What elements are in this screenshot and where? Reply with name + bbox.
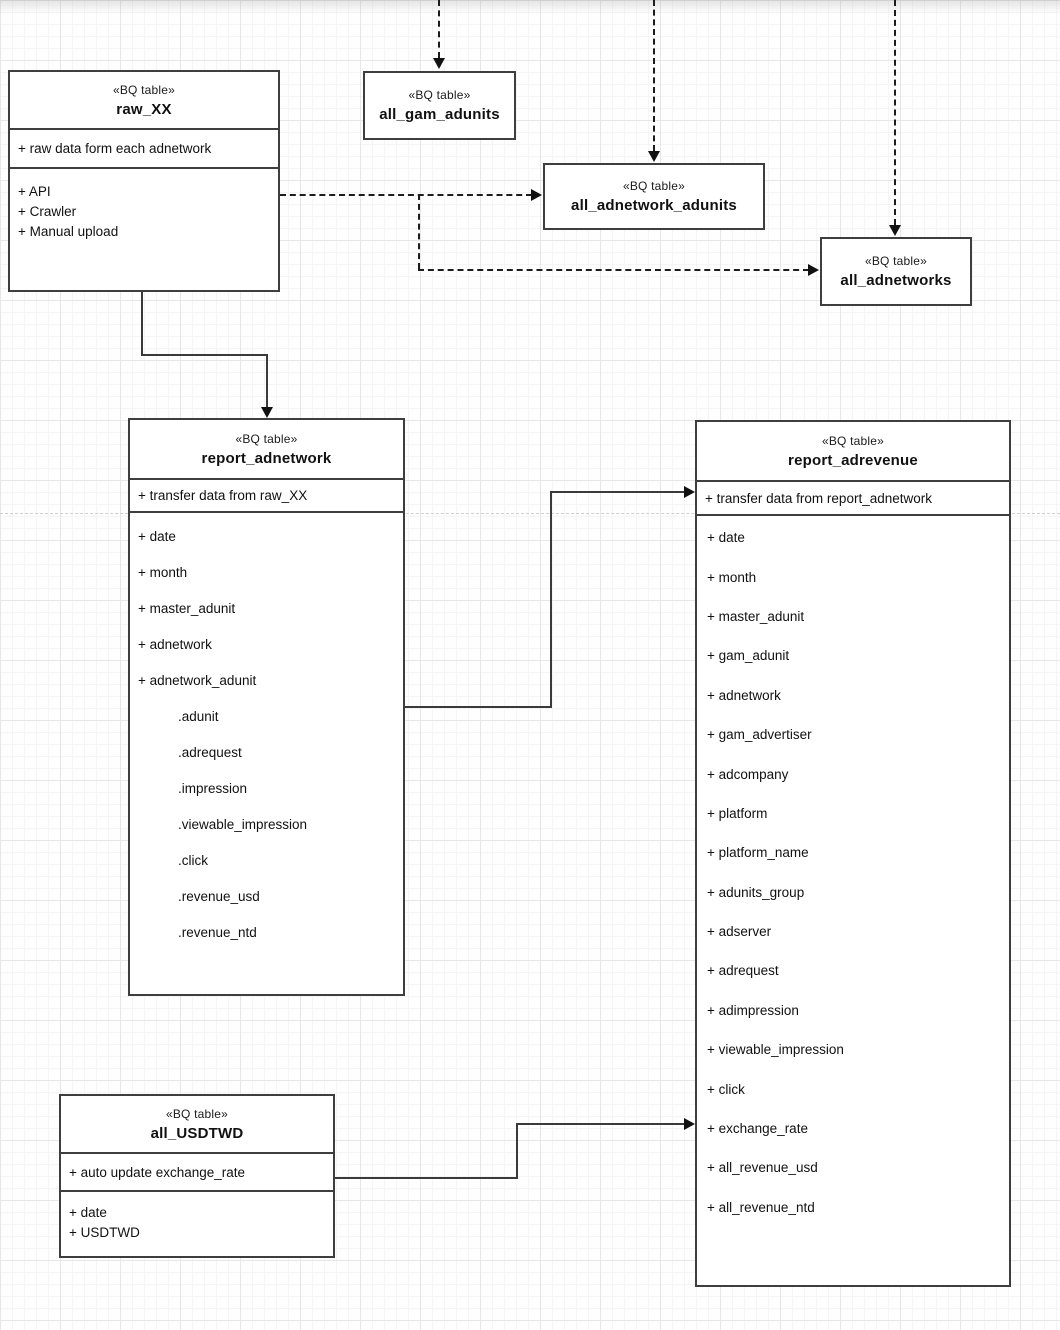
canvas-top-shade [0, 0, 1060, 14]
field-row: + Crawler [18, 203, 77, 219]
table-name: report_adnetwork [201, 449, 332, 467]
table-header: «BQ table» all_adnetworks [822, 239, 970, 304]
table-header: «BQ table» all_gam_adunits [365, 73, 514, 138]
field-row: + gam_advertiser [707, 727, 812, 743]
table-stereotype: «BQ table» [112, 82, 176, 97]
field-row: + adunits_group [707, 884, 805, 900]
field-row: .revenue_usd [178, 888, 260, 904]
field-row: + all_revenue_usd [707, 1160, 818, 1176]
table-header: «BQ table» report_adrevenue [697, 422, 1009, 480]
field-row: .revenue_ntd [178, 924, 257, 940]
table-name: all_adnetworks [840, 272, 952, 289]
field-row: + master_adunit [707, 608, 805, 624]
field-row: + month [138, 564, 188, 580]
table-name: all_gam_adunits [379, 106, 500, 123]
field-row: + USDTWD [69, 1224, 140, 1240]
field-row: .click [178, 852, 208, 868]
table-raw_xx[interactable]: «BQ table» raw_XX + raw data form each adn… [8, 70, 280, 292]
field-row: + transfer data from raw_XX [138, 488, 308, 503]
table-section: + date + month + master_adunit + adnetwork +… [130, 511, 403, 994]
table-all_adnetworks[interactable]: «BQ table» all_adnetworks [820, 237, 972, 306]
table-report_adnetwork[interactable]: «BQ table» report_adnetwork + transfer dat… [128, 418, 405, 996]
field-row: + transfer data from report_adnetwork [705, 490, 932, 506]
table-stereotype: «BQ table» [622, 179, 686, 193]
field-row: + adnetwork [138, 636, 212, 652]
field-row: + month [707, 569, 757, 585]
table-name: report_adrevenue [788, 451, 918, 469]
table-header: «BQ table» all_adnetwork_adunits [545, 165, 763, 228]
table-section: + date + USDTWD [61, 1190, 333, 1256]
table-stereotype: «BQ table» [165, 1106, 229, 1121]
page-boundary-line [0, 513, 1060, 514]
table-report_adrevenue[interactable]: «BQ table» report_adrevenue + transfer dat… [695, 420, 1011, 1287]
field-row: + all_revenue_ntd [707, 1199, 815, 1215]
field-row: + Manual upload [18, 223, 119, 239]
field-row: + adcompany [707, 766, 789, 782]
field-row: + adnetwork_adunit [138, 672, 257, 688]
table-section: + raw data form each adnetwork [10, 128, 278, 167]
field-row: + click [707, 1081, 745, 1097]
field-row: + adnetwork [707, 687, 781, 703]
table-all_usdtwd[interactable]: «BQ table» all_USDTWD + auto update exchan… [59, 1094, 335, 1258]
table-header: «BQ table» all_USDTWD [61, 1096, 333, 1152]
field-row: + viewable_impression [707, 1042, 844, 1058]
table-stereotype: «BQ table» [821, 433, 885, 448]
field-row: + adrequest [707, 963, 779, 979]
table-section: + date + month + master_adunit + gam_adunit… [697, 514, 1009, 1285]
field-row: + date [69, 1204, 107, 1220]
table-section: + transfer data from report_adnetwork [697, 480, 1009, 514]
table-section: + API + Crawler + Manual upload [10, 167, 278, 290]
table-stereotype: «BQ table» [408, 88, 471, 102]
table-all_gam_adunits[interactable]: «BQ table» all_gam_adunits [363, 71, 516, 140]
table-section: + auto update exchange_rate [61, 1152, 333, 1190]
field-row: + date [707, 530, 745, 546]
field-row: + auto update exchange_rate [69, 1164, 246, 1180]
table-name: raw_XX [116, 100, 172, 118]
field-row: .viewable_impression [178, 816, 308, 832]
field-row: + exchange_rate [707, 1121, 808, 1137]
table-header: «BQ table» raw_XX [10, 72, 278, 128]
field-row: .adunit [178, 708, 219, 724]
field-row: + adserver [707, 924, 772, 940]
field-row: .adrequest [178, 744, 242, 760]
field-row: + raw data form each adnetwork [18, 141, 212, 156]
table-stereotype: «BQ table» [864, 254, 928, 268]
table-all_adnetwork_adunits[interactable]: «BQ table» all_adnetwork_adunits [543, 163, 765, 230]
field-row: + platform [707, 805, 768, 821]
field-row: + gam_adunit [707, 648, 790, 664]
table-section: + transfer data from raw_XX [130, 478, 403, 511]
table-name: all_USDTWD [150, 1124, 244, 1142]
field-row: .impression [178, 780, 248, 796]
field-row: + adimpression [707, 1002, 799, 1018]
table-stereotype: «BQ table» [235, 431, 298, 446]
field-row: + master_adunit [138, 600, 236, 616]
table-name: all_adnetwork_adunits [571, 197, 737, 214]
field-row: + API [18, 183, 51, 199]
field-row: + date [138, 528, 176, 544]
field-row: + platform_name [707, 845, 809, 861]
table-header: «BQ table» report_adnetwork [130, 420, 403, 478]
